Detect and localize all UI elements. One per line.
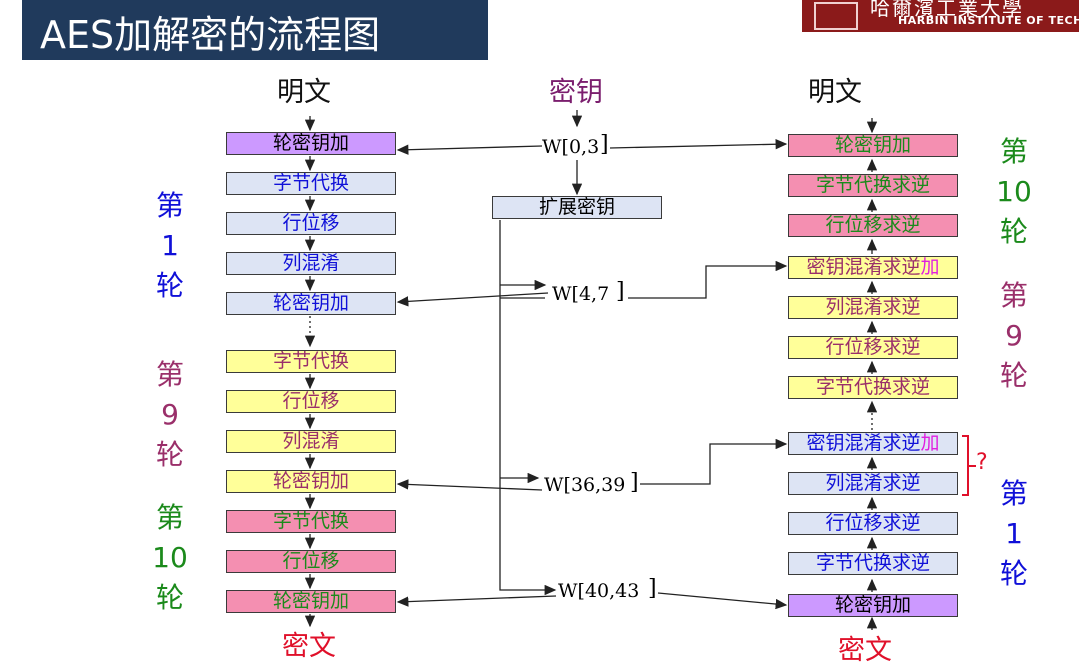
key-w0-3: W[0,3 [542, 136, 599, 158]
round-label-enc-1-b: 1 [161, 229, 179, 262]
dec-inv-shift-rows-9: 行位移求逆 [788, 336, 958, 359]
dec-inv-shift-rows-1: 行位移求逆 [788, 512, 958, 535]
key-expansion-box: 扩展密钥 [492, 196, 662, 219]
enc-shift-rows-1: 行位移 [226, 212, 396, 235]
dec-add-round-key-0: 轮密钥加 [788, 594, 958, 617]
dec-inv-sub-bytes-10: 字节代换求逆 [788, 174, 958, 197]
dec-inv-mix-key-1: 密钥混淆求逆加 [788, 432, 958, 455]
key-w0-3-bracket: ] [600, 132, 609, 157]
round-label-dec-10-c: 轮 [999, 215, 1028, 248]
round-label-dec-10-a: 第 [999, 135, 1028, 168]
round-label-dec-9: 第 9 轮 [994, 276, 1034, 396]
round-label-enc-10-c: 轮 [155, 581, 184, 614]
enc-shift-rows-10: 行位移 [226, 550, 396, 573]
round-label-dec-1-c: 轮 [999, 557, 1028, 590]
key-w36-39-bracket: ] [630, 470, 639, 495]
left-plaintext-label: 明文 [277, 77, 331, 108]
round-label-enc-1-a: 第 [155, 189, 184, 222]
logo-cn-text: 哈爾濱工業大學 [870, 0, 1024, 20]
round-label-enc-1-c: 轮 [155, 269, 184, 302]
dec-inv-mix-columns-1: 列混淆求逆 [788, 472, 958, 495]
key-label: 密钥 [549, 77, 603, 108]
right-plaintext-label: 明文 [808, 77, 862, 108]
page-title: AES加解密的流程图 [40, 13, 381, 57]
round-label-dec-1-a: 第 [999, 477, 1028, 510]
key-w40-43-text: W[40,43 [558, 580, 640, 602]
dec-inv-sub-bytes-9: 字节代换求逆 [788, 376, 958, 399]
title-bar [22, 0, 488, 60]
right-ciphertext-label: 密文 [838, 635, 892, 666]
round-label-dec-1-b: 1 [1005, 517, 1023, 550]
dec-inv-shift-rows-10: 行位移求逆 [788, 214, 958, 237]
round-label-dec-10-b: 10 [996, 175, 1032, 208]
key-w4-7-bracket: ] [616, 279, 625, 304]
dec-inv-mix-key-9: 密钥混淆求逆加 [788, 256, 958, 279]
enc-add-round-key-0: 轮密钥加 [226, 132, 396, 155]
round-label-enc-1: 第 1 轮 [150, 186, 190, 306]
round-label-dec-10: 第 10 轮 [994, 132, 1034, 252]
round-label-dec-9-a: 第 [999, 279, 1028, 312]
round-label-enc-10-a: 第 [155, 501, 184, 534]
key-w0-3-text: W[0,3 [542, 136, 600, 158]
enc-sub-bytes-10: 字节代换 [226, 510, 396, 533]
key-w36-39-text: W[36,39 [544, 474, 626, 496]
university-seal-icon [814, 2, 858, 30]
question-mark: ? [976, 450, 988, 475]
enc-add-round-key-10: 轮密钥加 [226, 590, 396, 613]
dec-inv-mix-key-1-tail: 加 [920, 432, 940, 454]
round-label-dec-9-c: 轮 [999, 359, 1028, 392]
round-label-enc-9: 第 9 轮 [150, 355, 190, 475]
dec-add-round-key-10: 轮密钥加 [788, 134, 958, 157]
enc-add-round-key-1: 轮密钥加 [226, 292, 396, 315]
university-logo-banner: 哈爾濱工業大學 HARBIN INSTITUTE OF TECHNOLOGY [802, 0, 1079, 32]
key-w4-7: W[4,7 [552, 283, 609, 305]
round-label-dec-1: 第 1 轮 [994, 474, 1034, 594]
dec-inv-mix-key-1-main: 密钥混淆求逆 [806, 432, 921, 454]
enc-shift-rows-9: 行位移 [226, 390, 396, 413]
key-w40-43: W[40,43 [558, 580, 639, 602]
round-label-dec-9-b: 9 [1005, 319, 1023, 352]
round-label-enc-9-a: 第 [155, 358, 184, 391]
dec-inv-mix-key-9-tail: 加 [920, 256, 940, 278]
round-label-enc-10: 第 10 轮 [150, 498, 190, 618]
enc-sub-bytes-9: 字节代换 [226, 350, 396, 373]
round-label-enc-10-b: 10 [152, 541, 188, 574]
enc-mix-columns-1: 列混淆 [226, 252, 396, 275]
dec-inv-sub-bytes-1: 字节代换求逆 [788, 552, 958, 575]
round-label-enc-9-c: 轮 [155, 438, 184, 471]
key-w4-7-text: W[4,7 [552, 283, 610, 305]
left-ciphertext-label: 密文 [282, 631, 336, 662]
enc-mix-columns-9: 列混淆 [226, 430, 396, 453]
dec-inv-mix-key-9-main: 密钥混淆求逆 [806, 256, 921, 278]
round-label-enc-9-b: 9 [161, 398, 179, 431]
key-w36-39: W[36,39 [544, 474, 625, 496]
key-w40-43-bracket: ] [648, 576, 657, 601]
enc-add-round-key-9: 轮密钥加 [226, 470, 396, 493]
dec-inv-mix-columns-9: 列混淆求逆 [788, 296, 958, 319]
logo-en-text: HARBIN INSTITUTE OF TECHNOLOGY [898, 14, 1079, 27]
enc-sub-bytes-1: 字节代换 [226, 172, 396, 195]
